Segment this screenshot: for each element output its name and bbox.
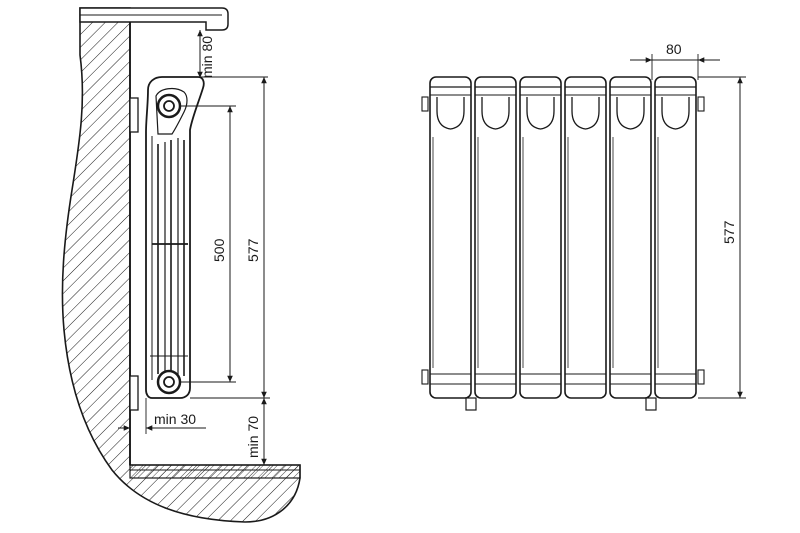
- side-view: min 80 500 577 min 30 min 70: [61, 7, 301, 523]
- dimension-total-height-front: 577: [698, 76, 746, 399]
- radiator-section: [609, 76, 652, 399]
- section-top-cutout: [481, 97, 510, 130]
- front-view: 80 577: [421, 41, 746, 411]
- radiator-section: [564, 76, 607, 399]
- section-top-cutout: [661, 97, 690, 130]
- dimension-axis-distance: 500: [180, 105, 236, 383]
- dimension-total-height-side: 577: [190, 77, 270, 399]
- dim-total-height-side-label: 577: [245, 238, 261, 262]
- left-top-plug: [421, 96, 429, 112]
- section-top-cutout: [571, 97, 600, 130]
- window-sill: [79, 7, 229, 31]
- radiator-section: [474, 76, 517, 399]
- wall-section: [61, 7, 301, 523]
- right-top-plug: [697, 96, 705, 112]
- section-top-cutout: [436, 97, 465, 130]
- radiator-side-profile: [145, 76, 205, 399]
- dimension-wall-gap: min 30: [118, 398, 206, 434]
- upper-collector-port: [163, 100, 175, 112]
- left-bottom-plug: [421, 369, 429, 385]
- bottom-nipple-left: [465, 397, 477, 411]
- lower-bracket: [129, 375, 139, 411]
- right-bottom-plug: [697, 369, 705, 385]
- section-top-cutout: [616, 97, 645, 130]
- section-top-cutout: [526, 97, 555, 130]
- radiator-section: [429, 76, 472, 399]
- dimension-section-width: 80: [630, 41, 720, 80]
- lower-collector-port: [163, 376, 175, 388]
- dim-axis-distance-label: 500: [211, 238, 227, 262]
- dim-floor-clearance-label: min 70: [245, 416, 261, 458]
- dimension-top-clearance: min 80: [194, 29, 268, 78]
- dimension-floor-clearance: min 70: [245, 398, 267, 465]
- dim-wall-gap-label: min 30: [154, 411, 196, 427]
- floor-slab: [129, 464, 301, 479]
- radiator-section: [654, 76, 697, 399]
- radiator-sections: [421, 76, 705, 399]
- dim-total-height-front-label: 577: [721, 220, 737, 244]
- upper-bracket: [129, 97, 139, 133]
- dim-section-width-label: 80: [666, 41, 682, 57]
- dim-top-clearance-label: min 80: [199, 36, 215, 78]
- bottom-nipple-right: [645, 397, 657, 411]
- radiator-section: [519, 76, 562, 399]
